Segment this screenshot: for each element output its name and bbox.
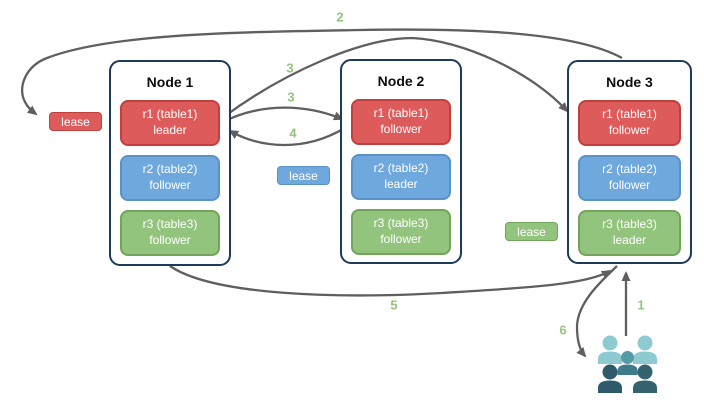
replica-role: follower [149,178,191,192]
node-1: Node 1 r1 (table1) leader r2 (table2) fo… [109,60,231,266]
lease-badge-green: lease [505,222,558,241]
lease-badge-blue: lease [277,166,330,185]
node-3: Node 3 r1 (table1) follower r2 (table2) … [567,60,692,264]
replica-name: r1 (table1) [373,106,429,121]
lease-badge-red: lease [49,112,102,131]
node1-replica-r3: r3 (table3) follower [120,210,220,256]
replica-role: leader [612,233,647,247]
replica-name: r2 (table2) [142,162,198,177]
node-2-title: Node 2 [377,73,425,89]
step-label-4: 4 [289,125,297,141]
node3-replica-r2: r2 (table2) follower [578,155,681,201]
arrow-step-2 [20,28,623,116]
step-label-2: 2 [336,9,344,25]
node2-replica-r1: r1 (table1) follower [351,99,451,145]
node3-replica-r3: r3 (table3) leader [578,210,681,256]
step-label-6: 6 [559,322,567,338]
node2-replica-r3: r3 (table3) follower [351,209,451,255]
replica-name: r3 (table3) [142,217,198,232]
replica-name: r3 (table3) [602,217,657,232]
arrow-step-3-to-node3 [224,36,569,117]
replica-role: follower [149,233,191,247]
node1-replica-r2: r2 (table2) follower [120,155,220,201]
step-label-5: 5 [390,297,398,313]
arrow-step-4 [228,128,344,147]
users-group-icon [598,335,657,393]
step-label-3b: 3 [287,89,295,105]
replica-name: r1 (table1) [142,107,198,122]
arrow-step-5 [169,265,612,297]
step-label-3a: 3 [286,60,294,76]
arrow-step-6 [575,265,618,358]
node3-replica-r1: r1 (table1) follower [578,100,681,146]
replica-role: leader [384,177,418,191]
replica-name: r1 (table1) [602,107,657,122]
replica-role: follower [380,232,422,246]
replica-name: r3 (table3) [373,216,429,231]
node-3-title: Node 3 [606,74,653,90]
replica-role: leader [153,123,187,137]
replica-name: r2 (table2) [373,161,429,176]
node1-replica-r1: r1 (table1) leader [120,100,220,146]
arrow-step-3-to-node2 [224,106,344,123]
node2-replica-r2: r2 (table2) leader [351,154,451,200]
node-2: Node 2 r1 (table1) follower r2 (table2) … [340,59,462,264]
replica-role: follower [608,123,651,137]
replica-role: follower [608,178,651,192]
replica-role: follower [380,122,422,136]
replica-name: r2 (table2) [602,162,657,177]
node-1-title: Node 1 [146,74,194,90]
step-label-1: 1 [637,297,645,313]
